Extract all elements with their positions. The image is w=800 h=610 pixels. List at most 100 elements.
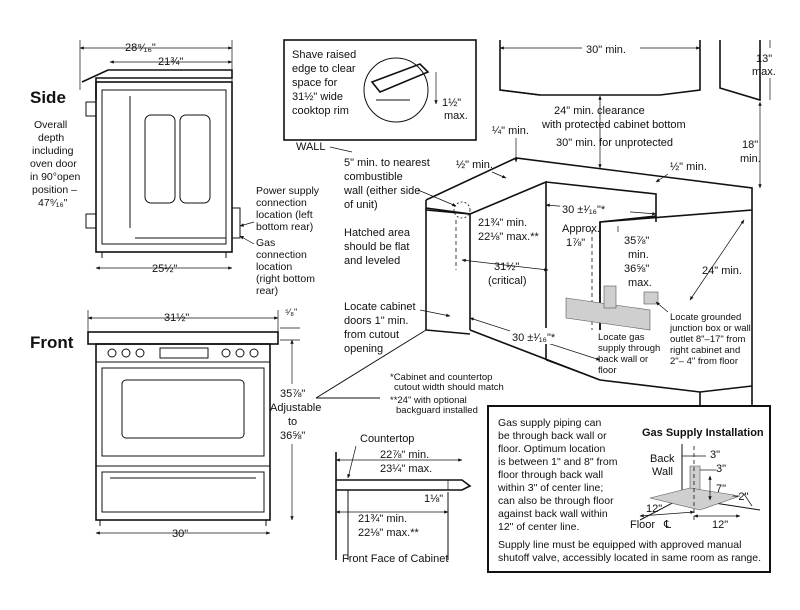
- svg-text:combustible: combustible: [344, 171, 403, 183]
- svg-text:21¾" min.: 21¾" min.: [358, 513, 407, 525]
- hatched-area: [565, 285, 659, 331]
- svg-text:back wall or: back wall or: [598, 354, 648, 365]
- gas-box-d2: ~2": [732, 491, 749, 503]
- svg-text:Overall: Overall: [34, 119, 67, 131]
- svg-text:12" of center line.: 12" of center line.: [498, 521, 579, 533]
- svg-text:connection: connection: [256, 249, 307, 261]
- cab-hatched-note: Hatched area should be flat and leveled: [344, 227, 411, 267]
- gas-box-d12b: 12": [712, 519, 728, 531]
- cab-critical: 31½" (critical): [488, 261, 527, 287]
- front-width-top: 31½": [164, 312, 189, 324]
- cab-combustible-note: 5" min. to nearest combustible wall (eit…: [343, 157, 430, 211]
- cab-width-top: 30 ±¹⁄₁₆"*: [562, 204, 606, 216]
- svg-text:wall (either side: wall (either side: [343, 185, 420, 197]
- cab-gas-locate: Locate gas supply through back wall or f…: [598, 332, 660, 376]
- svg-text:Gas supply piping can: Gas supply piping can: [498, 417, 601, 429]
- cab-half-min-right: ½" min.: [670, 161, 707, 173]
- svg-text:35⅞": 35⅞": [280, 388, 305, 400]
- svg-text:24" min. clearance: 24" min. clearance: [554, 105, 645, 117]
- svg-text:35⅞": 35⅞": [624, 235, 649, 247]
- svg-text:(right bottom: (right bottom: [256, 273, 315, 285]
- svg-text:location (left: location (left: [256, 209, 313, 221]
- svg-text:max.: max.: [752, 66, 776, 78]
- svg-text:Gas: Gas: [256, 237, 275, 249]
- front-height-note: 35⅞" Adjustable to 36⅝": [270, 388, 321, 442]
- cab-half-min-left: ½" min.: [456, 159, 493, 171]
- countertop-thick: 1⅛": [424, 493, 443, 505]
- svg-text:supply through: supply through: [598, 343, 660, 354]
- countertop-top-dim: 22⅞" min. 23¼" max.: [380, 449, 432, 475]
- svg-text:cooktop rim: cooktop rim: [292, 105, 349, 117]
- svg-text:cutout width should match: cutout width should match: [394, 382, 504, 393]
- front-width-bottom: 30": [172, 528, 188, 540]
- power-supply-note: Power supply connection location (left b…: [256, 185, 320, 233]
- cab-right-min: 18" min.: [740, 139, 761, 165]
- cab-top-min: 30" min.: [586, 44, 626, 56]
- shave-note: Shave raised edge to clear space for 31½…: [292, 49, 356, 117]
- svg-text:5" min. to nearest: 5" min. to nearest: [344, 157, 430, 169]
- svg-text:floor through back wall: floor through back wall: [498, 469, 603, 481]
- countertop-label: Countertop: [360, 433, 414, 445]
- svg-text:location: location: [256, 261, 292, 273]
- svg-text:22⅞" min.: 22⅞" min.: [380, 449, 429, 461]
- svg-text:opening: opening: [344, 343, 383, 355]
- svg-text:floor: floor: [598, 365, 616, 376]
- side-width-top: 28⁹⁄₁₆": [125, 42, 156, 54]
- svg-text:outlet 8"–17" from: outlet 8"–17" from: [670, 334, 745, 345]
- svg-text:max.: max.: [628, 277, 652, 289]
- svg-text:Locate gas: Locate gas: [598, 332, 645, 343]
- svg-text:space for: space for: [292, 77, 338, 89]
- svg-text:**24" with optional: **24" with optional: [390, 395, 467, 406]
- svg-text:of unit): of unit): [344, 199, 378, 211]
- svg-text:Hatched area: Hatched area: [344, 227, 411, 239]
- cab-quarter-min: ¼" min.: [492, 125, 529, 137]
- gas-supply-box: Gas supply piping can be through back wa…: [487, 405, 771, 573]
- svg-text:*Cabinet and countertop: *Cabinet and countertop: [390, 372, 492, 383]
- svg-text:junction box or wall: junction box or wall: [669, 323, 751, 334]
- side-range-outline: [81, 69, 241, 258]
- gas-box-centerline: ℄: [663, 519, 671, 531]
- cabinet-view: 30" min. 13" max. 24" min. clearance wit…: [296, 40, 776, 420]
- side-view: Side 28⁹⁄₁₆" 21¾" 25½" Overall depth: [30, 40, 320, 297]
- svg-text:Back: Back: [650, 453, 675, 465]
- svg-text:31½" wide: 31½" wide: [292, 91, 343, 103]
- side-depth-note: Overall depth including oven door in 90°…: [30, 119, 80, 209]
- svg-text:(critical): (critical): [488, 275, 527, 287]
- cab-wall-label: WALL: [296, 141, 326, 153]
- svg-text:right cabinet and: right cabinet and: [670, 345, 740, 356]
- svg-text:backguard installed: backguard installed: [396, 405, 478, 416]
- svg-text:oven door: oven door: [30, 158, 77, 170]
- cab-width-bottom: 30 ±¹⁄₁₆"*: [512, 332, 556, 344]
- svg-text:22⅛" max.**: 22⅛" max.**: [478, 231, 539, 243]
- svg-text:is between 1" and 8" from: is between 1" and 8" from: [498, 456, 618, 468]
- front-small-dim: ⁵⁄₈": [285, 307, 297, 317]
- svg-text:should be flat: should be flat: [344, 241, 409, 253]
- gas-box-d3b: 3": [716, 463, 726, 475]
- front-range-outline: [87, 331, 279, 526]
- svg-text:Locate grounded: Locate grounded: [670, 312, 741, 323]
- cab-depth-min: 21¾" min. 22⅛" max.**: [478, 217, 539, 243]
- gas-box-floor: Floor: [630, 519, 655, 531]
- cab-height-max: 36⅝" max.: [624, 263, 652, 289]
- svg-text:edge to clear: edge to clear: [292, 63, 356, 75]
- svg-text:rear): rear): [256, 285, 278, 297]
- gas-box-title: Gas Supply Installation: [642, 427, 764, 439]
- cab-locate-doors: Locate cabinet doors 1" min. from cutout…: [344, 301, 416, 355]
- svg-text:to: to: [288, 416, 297, 428]
- svg-text:30" min. for unprotected: 30" min. for unprotected: [556, 137, 673, 149]
- svg-text:position –: position –: [32, 184, 77, 196]
- svg-text:1⅞": 1⅞": [566, 237, 585, 249]
- cab-depth-24: 24" min.: [702, 265, 742, 277]
- svg-text:be through back wall or: be through back wall or: [498, 430, 607, 442]
- svg-text:Wall: Wall: [652, 466, 673, 478]
- shave-detail-box: Shave raised edge to clear space for 31½…: [283, 39, 477, 141]
- svg-text:against back wall within: against back wall within: [498, 508, 608, 520]
- countertop-bottom-dim: 21¾" min. 22⅛" max.**: [358, 513, 419, 539]
- shave-dim-value: 1½": [442, 97, 461, 109]
- gas-connection-note: Gas connection location (right bottom re…: [256, 237, 315, 297]
- svg-text:from cutout: from cutout: [344, 329, 399, 341]
- side-width-inner: 21¾": [158, 56, 183, 68]
- gas-supply-sketch: [639, 444, 761, 521]
